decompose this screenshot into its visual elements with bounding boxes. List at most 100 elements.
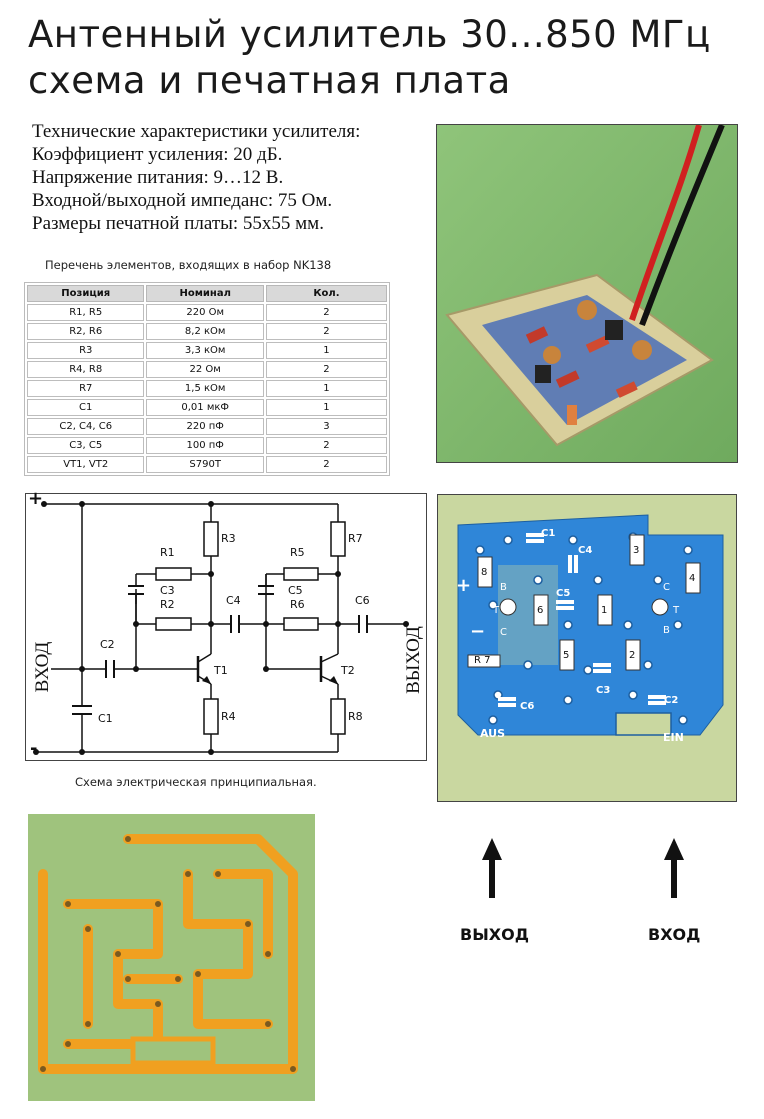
cell-quantity: 2	[265, 437, 387, 454]
schematic-caption: Схема электрическая принципиальная.	[75, 775, 317, 789]
pcb-label-r6: 6	[537, 605, 544, 616]
label-r6: R6	[290, 598, 305, 611]
r8-symbol	[330, 698, 346, 735]
cell-quantity: 2	[265, 304, 387, 321]
label-t1: T1	[214, 664, 228, 677]
label-c6: C6	[355, 594, 370, 607]
pcb-minus-terminal: −	[470, 621, 486, 642]
label-r5: R5	[290, 546, 305, 559]
label-r2: R2	[160, 598, 175, 611]
assembled-board-illustration	[437, 125, 737, 462]
label-r8: R8	[348, 710, 363, 723]
cell-value: 220 пФ	[146, 418, 264, 435]
label-c3: C3	[160, 584, 175, 597]
cell-position: C3, C5	[27, 437, 145, 454]
pcb-label-c2: C2	[664, 695, 679, 706]
cell-value: 1,5 кОм	[146, 380, 264, 397]
cell-value: 220 Ом	[146, 304, 264, 321]
spec-impedance: Входной/выходной импеданс: 75 Ом.	[32, 190, 333, 211]
cell-value: 100 пФ	[146, 437, 264, 454]
cell-position: VT1, VT2	[27, 456, 145, 473]
pcb-label-c5: C5	[556, 588, 571, 599]
pcb-label-c3: C3	[596, 685, 611, 696]
title-line-2: схема и печатная плата	[28, 59, 511, 102]
pcb-label-r4: 4	[689, 573, 696, 584]
label-c5: C5	[288, 584, 303, 597]
output-arrow-icon	[482, 838, 502, 898]
cell-quantity: 1	[265, 399, 387, 416]
input-arrow-icon	[664, 838, 684, 898]
specifications: Технические характеристики усилителя: Ко…	[32, 120, 360, 235]
pcb-label-c-t2: C	[663, 582, 670, 593]
pcb-label-c1: C1	[541, 528, 556, 539]
cell-value: S790T	[146, 456, 264, 473]
header-position: Позиция	[27, 285, 145, 302]
cell-quantity: 2	[265, 323, 387, 340]
pcb-label-aus: AUS	[480, 727, 506, 740]
cell-value: 8,2 кОм	[146, 323, 264, 340]
schematic-diagram: + - ВХОД ВЫХОД R1 R2 R3 R4 R5 R6 R7 R8 C…	[25, 488, 427, 761]
cell-position: R3	[27, 342, 145, 359]
label-r7: R7	[348, 532, 363, 545]
header-quantity: Кол.	[265, 285, 387, 302]
pcb-label-r7: R 7	[474, 655, 491, 666]
spec-size: Размеры печатной платы: 55х55 мм.	[32, 213, 324, 234]
label-t2: T2	[341, 664, 355, 677]
pcb-component-layout: C1 C2 C3 C4 C5 C6 1 2 3 4 5 6 R 7 8 + − …	[437, 494, 737, 802]
cell-value: 22 Ом	[146, 361, 264, 378]
cell-position: C1	[27, 399, 145, 416]
cell-quantity: 3	[265, 418, 387, 435]
spec-gain: Коэффициент усиления: 20 дБ.	[32, 144, 283, 165]
cell-position: R2, R6	[27, 323, 145, 340]
title-line-1: Антенный усилитель 30...850 МГц	[28, 13, 711, 56]
r5-symbol	[283, 567, 319, 581]
pcb-label-c-t1: C	[500, 627, 507, 638]
pcb-label-t2: T	[673, 605, 680, 616]
copper-pcb-photo	[28, 814, 315, 1101]
cell-quantity: 2	[265, 361, 387, 378]
output-arrow-label: ВЫХОД	[460, 925, 529, 944]
label-c1: C1	[98, 712, 113, 725]
cell-position: R1, R5	[27, 304, 145, 321]
r6-symbol	[283, 617, 319, 631]
input-label: ВХОД	[32, 641, 53, 693]
pcb-label-b1: B	[500, 582, 507, 593]
cell-quantity: 1	[265, 342, 387, 359]
pcb-label-r2: 2	[629, 650, 636, 661]
input-arrow-label: ВХОД	[648, 925, 701, 944]
output-label: ВЫХОД	[403, 626, 424, 694]
pcb-blue-traces	[457, 514, 724, 736]
r3-symbol	[203, 521, 219, 557]
cell-quantity: 1	[265, 380, 387, 397]
cell-position: R7	[27, 380, 145, 397]
spec-voltage: Напряжение питания: 9…12 В.	[32, 167, 284, 188]
label-c4: C4	[226, 594, 241, 607]
cell-position: C2, C4, C6	[27, 418, 145, 435]
pcb-label-c4: C4	[578, 545, 593, 556]
label-c2: C2	[100, 638, 115, 651]
r1-symbol	[155, 567, 192, 581]
pcb-label-r5: 5	[563, 650, 570, 661]
plus-terminal: +	[28, 488, 44, 509]
label-r4: R4	[221, 710, 236, 723]
label-r3: R3	[221, 532, 236, 545]
copper-traces-illustration	[28, 814, 315, 1101]
r7-symbol	[330, 521, 346, 557]
cell-position: R4, R8	[27, 361, 145, 378]
label-r1: R1	[160, 546, 175, 559]
cell-quantity: 2	[265, 456, 387, 473]
parts-table-header: Позиция Номинал Кол.	[27, 285, 387, 302]
cell-value: 3,3 кОм	[146, 342, 264, 359]
schematic-wires	[33, 501, 409, 755]
page-title: Антенный усилитель 30...850 МГц схема и …	[28, 12, 711, 104]
